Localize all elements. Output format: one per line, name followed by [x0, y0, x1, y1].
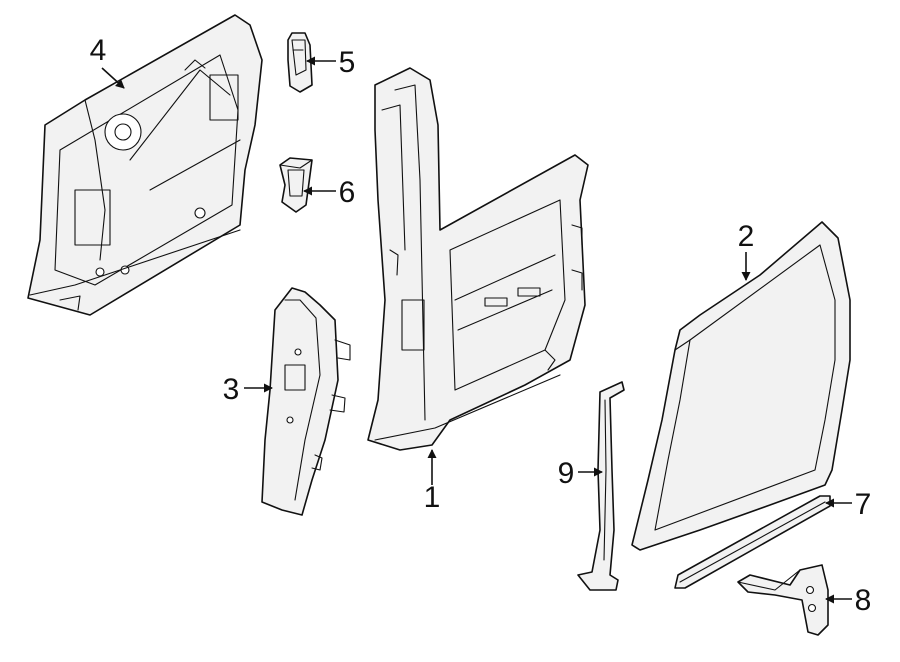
leader-lines — [101, 56, 852, 604]
part-8-hinge-bracket — [737, 564, 829, 636]
part-9-weatherstrip — [577, 381, 625, 591]
callout-6: 6 — [339, 176, 356, 209]
callout-9: 9 — [558, 457, 575, 490]
callout-5: 5 — [339, 46, 356, 79]
callout-8: 8 — [855, 584, 872, 617]
callout-7: 7 — [855, 488, 872, 521]
part-3-pillar-reinforcement — [261, 287, 351, 516]
callout-3: 3 — [223, 373, 240, 406]
callout-4: 4 — [90, 34, 107, 67]
part-5-clip — [287, 32, 313, 93]
part-6-bracket — [279, 157, 313, 213]
callout-1: 1 — [424, 481, 441, 514]
part-2-outer-door-panel — [631, 221, 851, 551]
part-4-inner-panel — [27, 14, 263, 316]
leader-4 — [101, 67, 125, 89]
part-1-door-frame — [367, 67, 589, 451]
callouts: 1 2 3 4 5 6 7 8 9 — [90, 34, 872, 617]
callout-2: 2 — [738, 220, 755, 253]
